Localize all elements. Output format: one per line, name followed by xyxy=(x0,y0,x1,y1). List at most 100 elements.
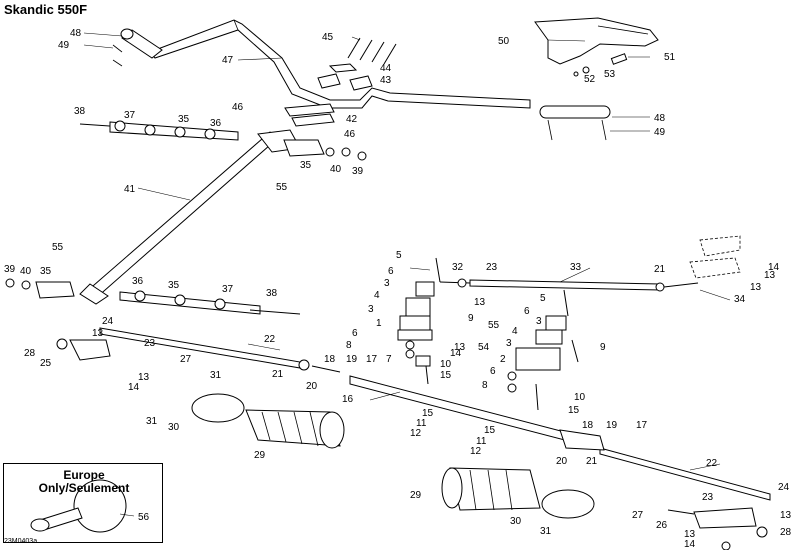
callout-4-b: 4 xyxy=(512,326,518,337)
callout-29-right: 29 xyxy=(410,490,422,501)
callout-30-right: 30 xyxy=(510,516,522,527)
callout-13-e: 13 xyxy=(92,328,104,339)
callout-28-upper: 28 xyxy=(24,348,36,359)
callout-25: 25 xyxy=(40,358,52,369)
callout-6-b: 6 xyxy=(524,306,530,317)
callout-9-b: 9 xyxy=(600,342,606,353)
callout-26: 26 xyxy=(656,520,668,531)
callout-11-b: 11 xyxy=(476,436,487,447)
europe-label: Europe xyxy=(63,468,105,482)
callout-36-top: 36 xyxy=(210,118,222,129)
callout-39-left: 39 xyxy=(4,264,16,275)
callout-56: 56 xyxy=(138,512,150,523)
callout-15-d: 15 xyxy=(484,425,496,436)
handlebar xyxy=(149,19,531,109)
callout-24-lower: 24 xyxy=(778,482,790,493)
callout-15-b: 15 xyxy=(568,405,580,416)
europe-label-sub: Only/Seulement xyxy=(38,481,130,495)
leader-lines xyxy=(83,32,731,471)
callout-50: 50 xyxy=(498,36,510,47)
right-steering-arm xyxy=(689,235,741,279)
callout-4-a: 4 xyxy=(374,290,380,301)
callout-22-lower: 22 xyxy=(706,458,718,469)
callout-39-top: 39 xyxy=(352,166,364,177)
callout-31-upper: 31 xyxy=(210,370,222,381)
callout-48-left: 48 xyxy=(70,28,82,39)
callout-42: 42 xyxy=(346,114,358,125)
callout-40-top: 40 xyxy=(330,164,342,175)
callout-33: 33 xyxy=(570,262,582,273)
callout-8-a: 8 xyxy=(346,340,352,351)
callout-43: 43 xyxy=(380,75,392,86)
callout-17-lower: 17 xyxy=(636,420,648,431)
callout-32: 32 xyxy=(452,262,464,273)
hand-guard xyxy=(534,17,659,77)
callout-35-lower: 35 xyxy=(168,280,180,291)
callout-35-top: 35 xyxy=(178,114,190,125)
callout-3-a: 3 xyxy=(384,278,390,289)
callout-15-c: 15 xyxy=(422,408,434,419)
callout-14-top: 14 xyxy=(768,262,780,273)
callout-23-top: 23 xyxy=(486,262,498,273)
callout-35-left: 35 xyxy=(40,266,52,277)
callout-45: 45 xyxy=(322,32,334,43)
callout-6-a: 6 xyxy=(388,266,394,277)
callout-18-lower: 18 xyxy=(582,420,594,431)
callout-1: 1 xyxy=(376,318,382,329)
lower-link-chain xyxy=(5,278,301,315)
callout-51: 51 xyxy=(664,52,676,63)
callout-5-right: 5 xyxy=(540,293,546,304)
callout-14-d: 14 xyxy=(684,539,696,550)
callout-2: 2 xyxy=(500,354,506,365)
callout-14-b: 14 xyxy=(450,348,462,359)
callout-55-center: 55 xyxy=(488,320,500,331)
callout-27-upper: 27 xyxy=(180,354,192,365)
figure-code: 23M0403a xyxy=(4,538,38,545)
callout-13-f: 13 xyxy=(138,372,150,383)
callout-27-lower: 27 xyxy=(632,510,644,521)
callout-11-a: 11 xyxy=(416,418,427,429)
callout-7: 7 xyxy=(386,354,392,365)
callout-18-upper: 18 xyxy=(324,354,336,365)
callout-38-top: 38 xyxy=(74,106,86,117)
callout-6-d: 6 xyxy=(490,366,496,377)
europe-only-box: Europe Only/Seulement 56 xyxy=(3,463,163,543)
callout-34: 34 xyxy=(734,294,746,305)
callout-14-c: 14 xyxy=(128,382,140,393)
callout-52: 52 xyxy=(584,74,596,85)
callout-37-lower: 37 xyxy=(222,284,234,295)
callout-3-d: 3 xyxy=(506,338,512,349)
right-grip xyxy=(539,105,611,141)
callout-22-upper: 22 xyxy=(264,334,276,345)
callout-13-d: 13 xyxy=(454,342,466,353)
callout-40-left: 40 xyxy=(20,266,32,277)
callout-13-top-a: 13 xyxy=(764,270,776,281)
callout-8-b: 8 xyxy=(482,380,488,391)
callout-47: 47 xyxy=(222,55,234,66)
callout-23-lower: 23 xyxy=(702,492,714,503)
callout-36-lower: 36 xyxy=(132,276,144,287)
callout-54: 54 xyxy=(478,342,490,353)
callout-49-right: 49 xyxy=(654,127,666,138)
callout-30-left: 30 xyxy=(168,422,180,433)
callout-10-a: 10 xyxy=(440,359,452,370)
callout-29-left: 29 xyxy=(254,450,266,461)
callout-12-a: 12 xyxy=(410,428,422,439)
left-spindle-stack xyxy=(397,257,441,385)
callout-labels: 48 49 47 45 44 43 42 46 46 50 51 52 53 4… xyxy=(4,28,792,550)
upper-link-chain xyxy=(79,120,367,161)
callout-38-lower: 38 xyxy=(266,288,278,299)
callout-53: 53 xyxy=(604,69,616,80)
callout-44: 44 xyxy=(380,63,392,74)
callout-41: 41 xyxy=(124,184,136,195)
callout-55-top: 55 xyxy=(276,182,288,193)
callout-23-upper: 23 xyxy=(144,338,156,349)
callout-49-left: 49 xyxy=(58,40,70,51)
callout-6-c: 6 xyxy=(352,328,358,339)
callout-16: 16 xyxy=(342,394,354,405)
right-bellows xyxy=(441,467,595,519)
callout-21-top: 21 xyxy=(654,264,666,275)
callout-12-b: 12 xyxy=(470,446,482,457)
callout-10-b: 10 xyxy=(574,392,586,403)
page-title: Skandic 550F xyxy=(4,2,88,17)
